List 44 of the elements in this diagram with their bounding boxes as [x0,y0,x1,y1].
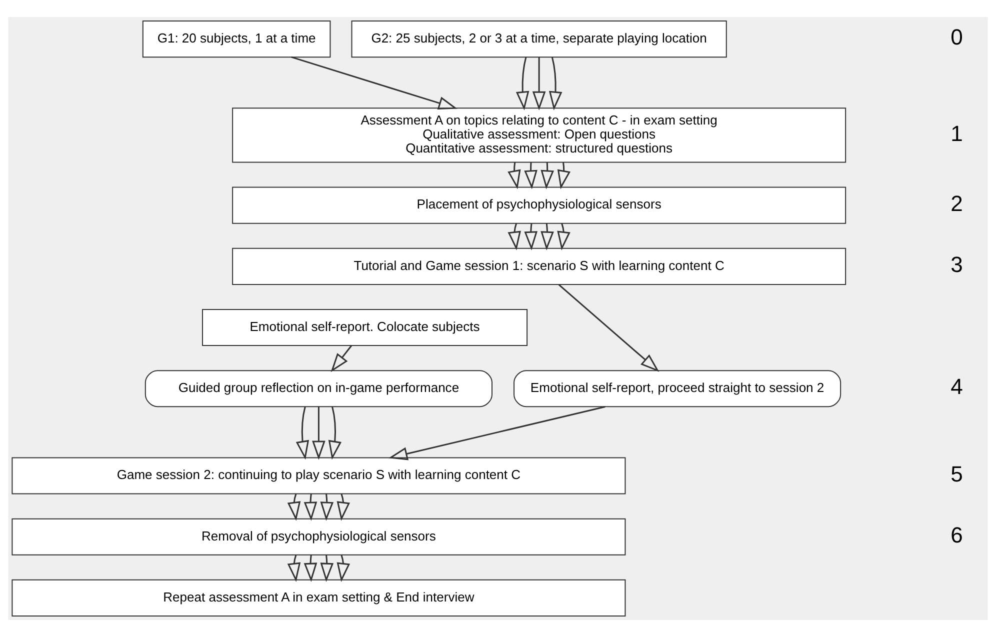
arrow [287,554,301,582]
node-box: Assessment A on topics relating to content C - in exam setting Qualitative assessment: Open questions Quantitative assessment: structured questions [232,107,846,162]
arrow [330,344,352,372]
arrow [320,493,334,520]
arrow [558,284,660,372]
arrow [524,162,538,189]
arrow [312,406,326,460]
arrow [540,162,554,189]
arrow [304,554,318,582]
node-box: Emotional self-report, proceed straight to session 2 [514,370,842,407]
node-box: Guided group reflection on in-game performance [144,370,492,407]
label: 1 [950,120,963,146]
node-box: Repeat assessment A in exam setting & End interview [12,578,626,616]
arrow [508,162,521,189]
arrow [296,406,310,460]
node-box: Tutorial and Game session 1: scenario S with learning content C [232,247,846,284]
node-box: Game session 2: continuing to play scenario S with learning content C [12,456,626,494]
arrow [524,222,538,250]
arrow [336,493,350,520]
label: 3 [950,252,963,277]
arrow [320,554,334,582]
arrow [516,56,530,110]
arrow [304,493,318,520]
arrow [508,222,521,250]
arrow [557,222,570,250]
label: 5 [950,460,963,486]
arrow [328,406,342,460]
arrow [291,56,458,109]
label: 2 [950,190,963,216]
node-box: Emotional self-report. Colocate subjects [202,308,528,346]
node-box: Removal of psychophysiological sensors [12,518,626,555]
node-box: G1: 20 subjects, 1 at a time [142,20,331,58]
node-box: G2: 25 subjects, 2 or 3 at a time, separate playing location [351,20,727,58]
arrow [540,222,554,250]
arrow [388,406,606,460]
arrow [287,493,301,520]
arrow [532,56,546,110]
arrow [336,554,350,582]
node-box: Placement of psychophysiological sensors [232,186,846,224]
arrow [557,162,571,189]
label: 0 [950,24,963,50]
label: 6 [950,522,963,547]
arrow [548,56,562,110]
label: 4 [950,374,963,399]
